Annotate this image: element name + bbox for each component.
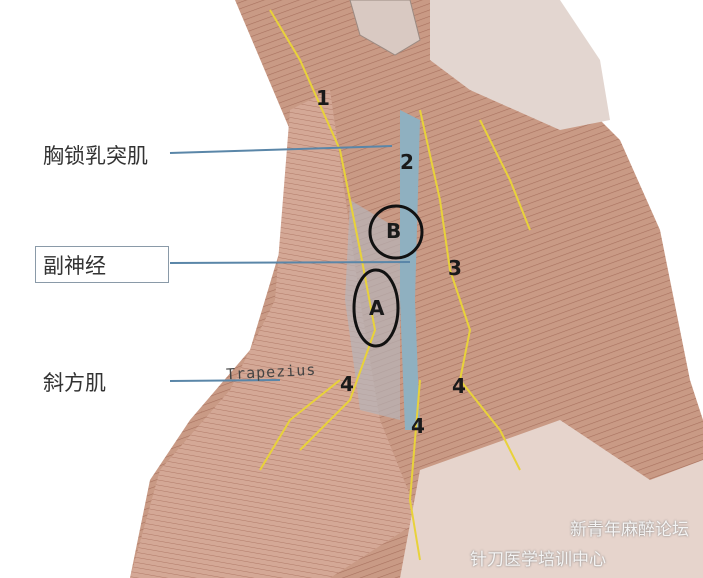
trapezius-muscle bbox=[130, 90, 420, 578]
nerves bbox=[259, 9, 531, 561]
watermark-2: 新青年麻醉论坛 bbox=[570, 520, 689, 540]
label-trapezius: 斜方肌 bbox=[43, 371, 106, 395]
marker-2: 2 bbox=[400, 150, 414, 174]
label-accessory-nerve: 副神经 bbox=[43, 254, 106, 278]
watermark-1: 针刀医学培训中心 bbox=[470, 550, 606, 570]
ear bbox=[349, 0, 421, 56]
circle-label-b: B bbox=[386, 219, 402, 243]
marker-4c: 4 bbox=[411, 414, 425, 438]
circle-a bbox=[352, 268, 400, 348]
chest-skin bbox=[400, 420, 703, 578]
leader-line-accessory-nerve bbox=[169, 261, 411, 264]
face-skin bbox=[430, 0, 610, 130]
marker-4b: 4 bbox=[452, 374, 466, 398]
leader-line-scm bbox=[169, 145, 393, 154]
circle-b bbox=[368, 204, 424, 260]
leader-line-trapezius bbox=[169, 379, 281, 382]
marker-4a: 4 bbox=[340, 372, 354, 396]
marker-1: 1 bbox=[316, 86, 330, 110]
marker-3: 3 bbox=[448, 256, 462, 280]
circle-label-a: A bbox=[369, 296, 385, 320]
vessel bbox=[400, 110, 420, 430]
label-box bbox=[35, 246, 169, 283]
label-sternocleidomastoid: 胸锁乳突肌 bbox=[43, 144, 148, 168]
